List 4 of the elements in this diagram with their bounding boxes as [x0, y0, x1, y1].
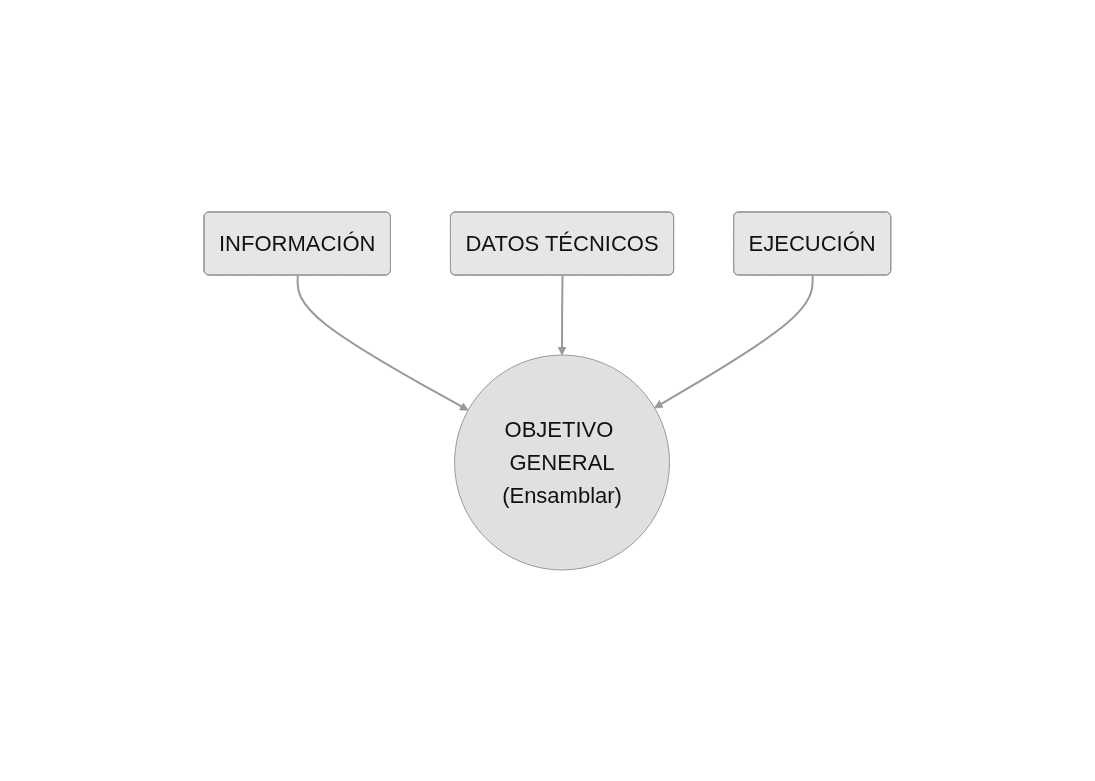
- arrow: [557, 274, 567, 355]
- node-circle: OBJETIVO GENERAL (Ensamblar): [454, 354, 671, 570]
- arrow: [296, 274, 469, 411]
- arrow: [654, 274, 814, 408]
